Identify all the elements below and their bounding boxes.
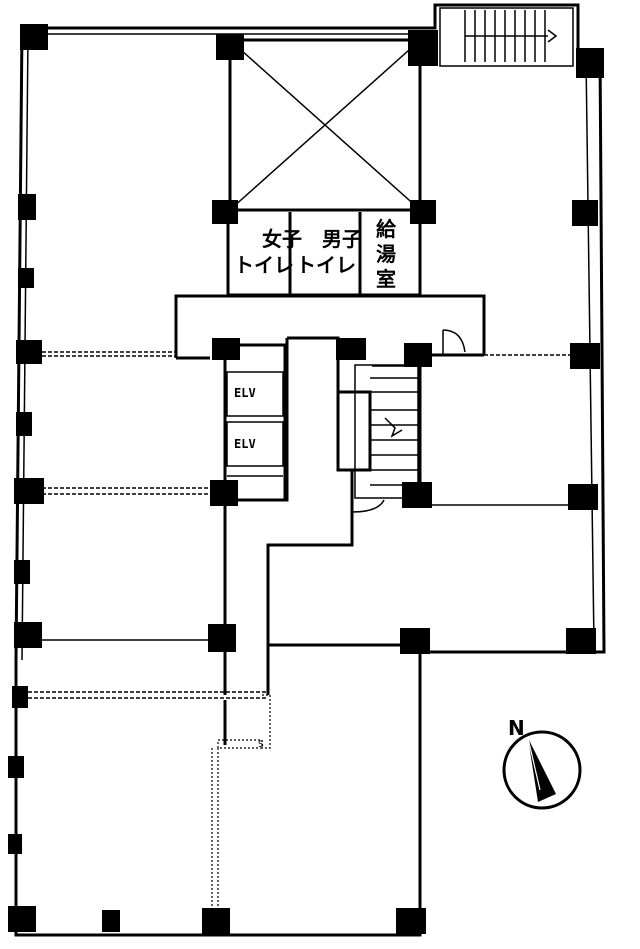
top-stair (439, 7, 574, 67)
column (216, 34, 244, 60)
column (210, 480, 238, 506)
mens-toilet: 男子 トイレ (296, 227, 362, 277)
elevator-1-label: ELV (234, 386, 256, 400)
column (14, 622, 42, 648)
column (8, 756, 24, 778)
mens-toilet-label-2: トイレ (296, 253, 356, 277)
column (12, 686, 28, 708)
compass-circle (502, 730, 582, 810)
kitchenette-char-1: 給 (376, 217, 397, 241)
column (18, 268, 34, 288)
column (16, 340, 42, 364)
column (408, 30, 438, 66)
elevator-2-label: ELV (234, 437, 256, 451)
kitchenette-char-3: 室 (376, 267, 396, 291)
column (212, 338, 240, 360)
column (202, 908, 230, 934)
column (568, 484, 598, 510)
womens-toilet-label-1: 女子 (262, 227, 302, 251)
column (212, 200, 238, 224)
column (14, 478, 44, 504)
column (576, 48, 604, 78)
mens-toilet-label-1: 男子 (322, 227, 362, 251)
column (400, 628, 430, 654)
column (18, 194, 36, 220)
north-compass: N (502, 716, 582, 810)
columns (8, 24, 604, 934)
column (16, 412, 32, 436)
compass-needle (528, 738, 556, 802)
column (14, 560, 30, 584)
column (572, 200, 598, 226)
north-label: N (508, 716, 525, 740)
column (336, 338, 366, 360)
womens-toilet-label-2: トイレ (234, 253, 294, 277)
column (396, 908, 426, 934)
central-stair (336, 364, 419, 499)
void-shaft (228, 38, 422, 212)
column (570, 343, 600, 369)
elevator-bank: ELV ELV (223, 343, 287, 502)
kitchenette-char-2: 湯 (376, 242, 396, 266)
column (8, 906, 36, 932)
column (8, 834, 22, 854)
kitchenette: 給 湯 室 (376, 217, 397, 291)
womens-toilet: 女子 トイレ (234, 227, 302, 277)
column (208, 624, 236, 652)
column (566, 628, 596, 654)
column (402, 482, 432, 508)
column (102, 910, 120, 932)
column (410, 200, 436, 224)
pipe-space-label: S (258, 740, 264, 750)
column (20, 24, 48, 50)
partitions: S (16, 351, 598, 935)
column (404, 343, 432, 367)
